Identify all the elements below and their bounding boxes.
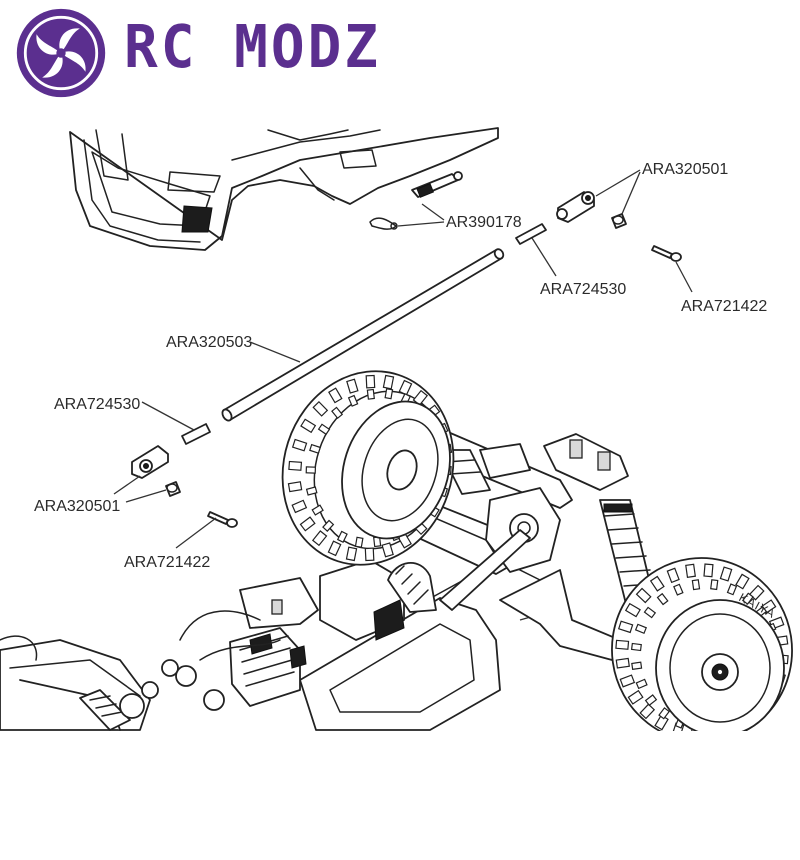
tread-block [635, 587, 652, 604]
esc-motor-block [161, 559, 405, 711]
tread-block [631, 661, 643, 671]
brand-header: RC MODZ [0, 0, 800, 110]
tread-block [649, 575, 665, 592]
tread-block [658, 707, 671, 720]
callout-ara320503: ARA320503 [166, 334, 252, 351]
part-ara721422-left [207, 511, 238, 528]
callout-ara724530-top: ARA724530 [540, 281, 626, 298]
callout-ara320501-top: ARA320501 [642, 161, 728, 178]
tread-block [384, 388, 394, 400]
tread-block [287, 481, 303, 493]
tread-block [685, 563, 696, 578]
tread-block [644, 694, 658, 707]
tread-block [635, 678, 648, 690]
tread-block [673, 583, 684, 596]
tread-block [354, 536, 364, 548]
tread-block [619, 674, 636, 688]
front-right-wheel: KAIYA [611, 557, 793, 743]
tread-block [322, 519, 335, 532]
tread-block [336, 530, 348, 543]
tread-block [347, 394, 359, 407]
part-ar390178-linkage [369, 171, 463, 230]
tread-block [288, 460, 303, 471]
tread-block [666, 567, 680, 584]
tread-block [299, 516, 316, 532]
tread-block [381, 542, 394, 558]
leader-lines [113, 169, 693, 621]
tread-block [291, 438, 308, 452]
part-ara724530-top [515, 223, 547, 245]
body-shell [69, 127, 499, 251]
tread-block [331, 406, 344, 420]
tread-block [719, 566, 733, 582]
tread-block [345, 546, 358, 562]
tread-block [311, 504, 324, 516]
part-ara320501-top [556, 191, 627, 229]
callout-labels: AR390178 ARA320501 ARA724530 ARA721422 A… [34, 161, 767, 571]
tread-block [726, 583, 738, 596]
rc-modz-logo-icon [16, 8, 106, 98]
tread-block [327, 540, 342, 557]
tread-block [364, 547, 375, 562]
tread-block [703, 563, 714, 578]
tread-block [615, 657, 630, 669]
tread-block [639, 703, 656, 720]
tread-block [615, 639, 630, 650]
callout-ara721422-top: ARA721422 [681, 298, 767, 315]
tread-block [624, 602, 641, 618]
tread-block [656, 592, 669, 606]
tread-block [311, 530, 328, 547]
tread-block [382, 374, 395, 390]
callout-ara724530-left: ARA724530 [54, 396, 140, 413]
front-left-wheel [281, 370, 455, 566]
rear-suspension [0, 635, 159, 731]
brand-name: RC MODZ [124, 13, 382, 82]
tread-block [305, 486, 318, 496]
callout-ara320501-left: ARA320501 [34, 498, 120, 515]
part-ara320503-shaft [221, 248, 505, 422]
tread-block [317, 423, 331, 436]
tread-block [305, 466, 317, 474]
tread-block [643, 606, 657, 619]
tread-block [710, 579, 719, 591]
tread-block [346, 378, 359, 394]
part-ara724530-left [181, 423, 211, 445]
callout-ar390178: AR390178 [446, 214, 522, 231]
tread-block [627, 689, 644, 705]
tread-block [300, 418, 317, 434]
tread-block [735, 573, 750, 590]
tread-block [741, 592, 754, 605]
chassis-assembly [0, 419, 655, 731]
tread-block [365, 374, 376, 389]
tread-block [691, 579, 701, 591]
tread-block [398, 379, 413, 396]
part-ara320501-left [131, 445, 181, 497]
rear-tire-partial [387, 561, 437, 613]
tread-block [291, 499, 308, 514]
tread-block [328, 387, 343, 404]
tread-block [634, 623, 648, 635]
callout-ara721422-left: ARA721422 [124, 554, 210, 571]
tread-block [366, 388, 375, 400]
tread-block [617, 620, 634, 634]
tread-block [312, 400, 329, 417]
tread-block [309, 443, 321, 454]
part-ara721422-top [651, 245, 682, 262]
tread-block [630, 642, 642, 652]
